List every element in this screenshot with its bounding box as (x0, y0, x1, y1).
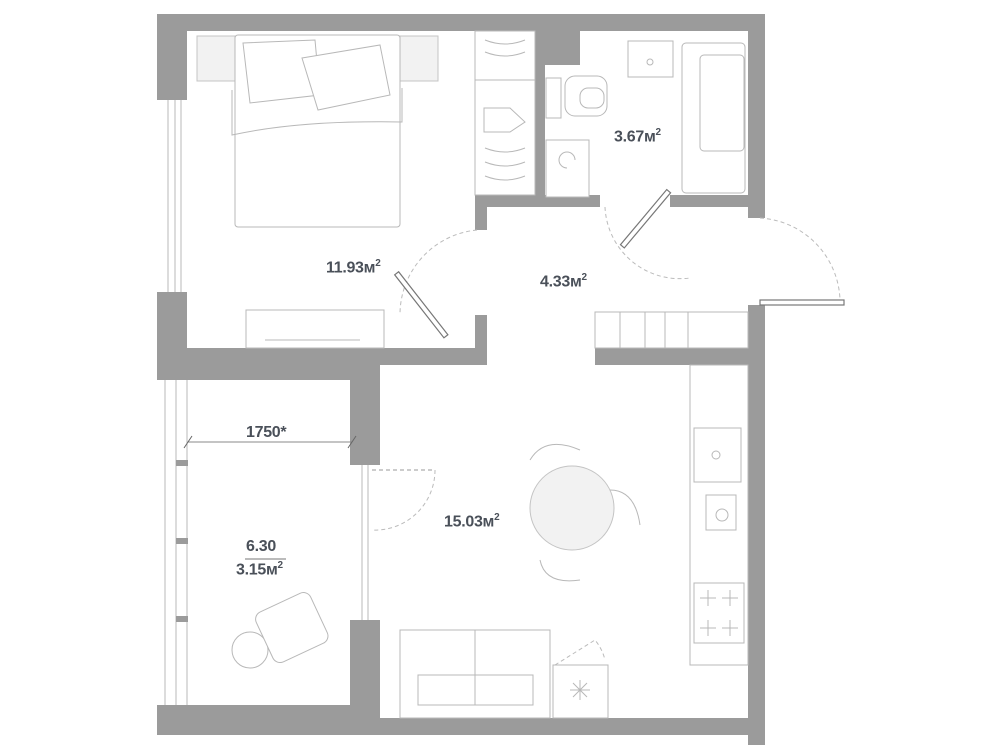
kitchen-counter (552, 364, 749, 719)
balcony-window (164, 380, 188, 705)
walls (157, 14, 765, 745)
bathroom-fixtures (545, 40, 746, 198)
bed (196, 34, 439, 228)
balcony-furniture (231, 592, 329, 669)
doors (371, 188, 845, 666)
room-area-living-kitchen: 15.03м2 (444, 512, 500, 531)
bedroom-window (167, 100, 182, 292)
tv-stand (245, 309, 385, 349)
room-area-bedroom: 11.93м2 (326, 258, 381, 277)
room-area-bathroom: 3.67м2 (614, 127, 661, 146)
room-area-hallway: 4.33м2 (540, 272, 587, 291)
balcony-width-dimension: 1750* (246, 424, 287, 441)
balcony-dimension-line (183, 435, 357, 449)
room-area-balcony: 3.15м2 (236, 560, 283, 579)
balcony-full-area: 6.30 (246, 538, 276, 555)
hall-cabinet (594, 311, 749, 349)
balcony-door-frame (361, 465, 369, 620)
sofa (399, 629, 551, 719)
wardrobe (474, 30, 536, 196)
dining-set (529, 443, 641, 582)
